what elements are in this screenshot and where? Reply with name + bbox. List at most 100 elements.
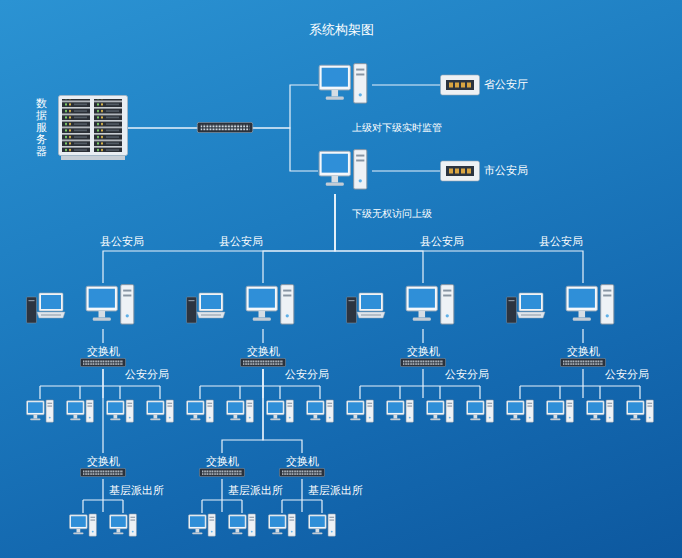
node-label: 县公安局 (100, 235, 144, 248)
computer-icon (387, 400, 414, 422)
network-link (128, 128, 318, 171)
switch-icon (199, 468, 244, 476)
computer-icon (27, 400, 54, 422)
node-label: 交换机 (407, 345, 440, 358)
terminal-icon (441, 75, 480, 95)
switch-icon (80, 358, 125, 366)
node-label: 公安分局 (125, 368, 169, 381)
station-group: 基层派出所 (187, 512, 257, 539)
computer-icon (229, 514, 256, 536)
switch-icon (560, 358, 605, 366)
node-label: 交换机 (247, 345, 280, 358)
county-node: 县公安局 (345, 283, 456, 329)
branch-group: 公安分局 (345, 398, 495, 425)
network-link (582, 369, 583, 398)
node-label: 交换机 (567, 345, 600, 358)
county-node: 县公安局 (185, 283, 296, 329)
node-label: 交换机 (206, 455, 239, 468)
node-label: 交换机 (87, 345, 120, 358)
station-group: 基层派出所 (68, 512, 138, 539)
network-link (422, 369, 423, 398)
computer-icon (547, 400, 574, 422)
computer-icon (110, 514, 137, 536)
node-label: 基层派出所 (109, 484, 164, 497)
node-label: 交换机 (87, 455, 120, 468)
computer-icon (406, 285, 454, 324)
node-label: 县公安局 (539, 235, 583, 248)
computer-icon (627, 400, 654, 422)
switch-node: 交换机 (79, 453, 127, 479)
computer-icon (307, 400, 334, 422)
laptop-icon (187, 293, 226, 323)
station-group: 基层派出所 (267, 512, 337, 539)
computer-icon (67, 400, 94, 422)
branch-group: 公安分局 (505, 398, 655, 425)
county-node: 县公安局 (25, 283, 136, 329)
node-label: 交换机 (286, 455, 319, 468)
network-link (301, 479, 302, 512)
computer-icon (319, 64, 367, 103)
node-label: 数据服务器 (36, 97, 47, 157)
bus-lines (40, 386, 640, 513)
computer-icon (467, 400, 494, 422)
note-label: 上级对下级实时监管 (352, 121, 442, 134)
network-link (263, 369, 302, 453)
switch-node: 交换机 (198, 453, 246, 479)
node-label: 基层派出所 (228, 484, 283, 497)
switch-node: 交换机 (79, 343, 127, 369)
network-link (335, 194, 423, 283)
server-node: 数据服务器 (58, 95, 128, 161)
node-label: 县公安局 (219, 235, 263, 248)
branch-group: 公安分局 (185, 398, 335, 425)
switch-node: 交换机 (559, 343, 607, 369)
computer-icon (189, 514, 216, 536)
switch-node: 交换机 (239, 343, 287, 369)
county-node: 县公安局 (505, 283, 616, 329)
computer-icon (147, 400, 174, 422)
agency-node: 省公安厅 (318, 62, 532, 108)
data-server-icon (59, 96, 128, 161)
computer-icon (319, 150, 367, 189)
network-link (102, 329, 103, 343)
laptop-icon (27, 293, 66, 323)
computer-icon (227, 400, 254, 422)
link-line (372, 170, 440, 171)
network-link (102, 479, 103, 512)
switch-icon (279, 468, 324, 476)
node-label: 市公安局 (484, 164, 528, 177)
laptop-icon (507, 293, 546, 323)
network-link (128, 85, 318, 128)
computer-icon (507, 400, 534, 422)
computer-icon (269, 514, 296, 536)
network-link (221, 479, 222, 512)
computer-icon (309, 514, 336, 536)
agency-node: 市公安局 (318, 148, 532, 194)
computer-icon (246, 285, 294, 324)
network-link (263, 194, 335, 283)
network-link (422, 329, 423, 343)
network-link (102, 369, 103, 453)
node-label: 基层派出所 (308, 484, 363, 497)
link-line (372, 84, 440, 85)
note-label: 下级无权访问上级 (352, 207, 432, 220)
switch-icon (197, 122, 252, 132)
switch-icon (400, 358, 445, 366)
computer-icon (587, 400, 614, 422)
network-link (582, 329, 583, 343)
switch-icon (80, 468, 125, 476)
node-label: 公安分局 (605, 368, 649, 381)
node-label: 公安分局 (285, 368, 329, 381)
network-link (262, 329, 263, 343)
computer-icon (187, 400, 214, 422)
switch-node: 交换机 (278, 453, 326, 479)
computer-icon (267, 400, 294, 422)
computer-icon (70, 514, 97, 536)
node-label: 县公安局 (420, 235, 464, 248)
branch-group: 公安分局 (25, 398, 175, 425)
switch-icon (240, 358, 285, 366)
computer-icon (347, 400, 374, 422)
node-label: 公安分局 (445, 368, 489, 381)
computer-icon (566, 285, 614, 324)
diagram-title: 系统构架图 (0, 22, 682, 38)
